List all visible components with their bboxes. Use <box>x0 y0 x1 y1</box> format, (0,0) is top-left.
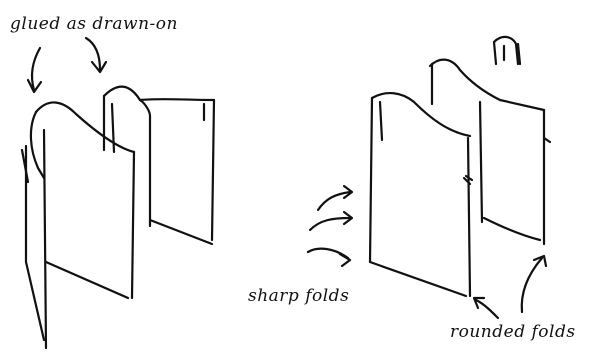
glued-accordion-figure <box>22 38 214 348</box>
rounded-arrow-1 <box>476 300 498 318</box>
sharp-arrow-1 <box>318 192 350 210</box>
sharp-arrow-3 <box>308 249 348 258</box>
right-middle-rounded-bottom <box>484 218 540 240</box>
right-middle-inner-top <box>500 100 544 110</box>
glued-arrow-right <box>86 38 100 70</box>
sharp-arrow-3-head <box>340 254 350 266</box>
front-panel-bottom <box>46 262 128 298</box>
back-panel-2-top <box>140 99 214 100</box>
rounded-folds-label: rounded folds <box>450 322 576 342</box>
right-front-top <box>372 93 470 136</box>
front-panel-left-curve <box>31 112 44 178</box>
right-front-right <box>468 138 470 296</box>
front-panel-left-edge <box>44 130 46 348</box>
sharp-folds-label: sharp folds <box>248 286 349 306</box>
rounded-arrow-2 <box>522 258 542 312</box>
right-back-left <box>494 42 496 64</box>
front-panel-top <box>36 102 134 152</box>
accordion-fold-figure <box>308 37 550 318</box>
right-front-inner <box>380 102 382 140</box>
back-panel-2-bottom <box>150 220 212 244</box>
right-back-top <box>494 37 518 64</box>
right-front-bottom <box>370 262 466 296</box>
back-panel-strip <box>112 104 114 152</box>
back-panel-2-right <box>212 100 214 240</box>
right-front-left <box>370 98 372 262</box>
front-panel-right-edge <box>132 152 134 298</box>
right-middle-top <box>430 60 500 100</box>
glued-arrow-left-head <box>28 80 41 92</box>
right-middle-back-edge <box>480 102 482 222</box>
back-panel-top <box>104 87 150 116</box>
glued-label: glued as drawn-on <box>10 14 178 34</box>
